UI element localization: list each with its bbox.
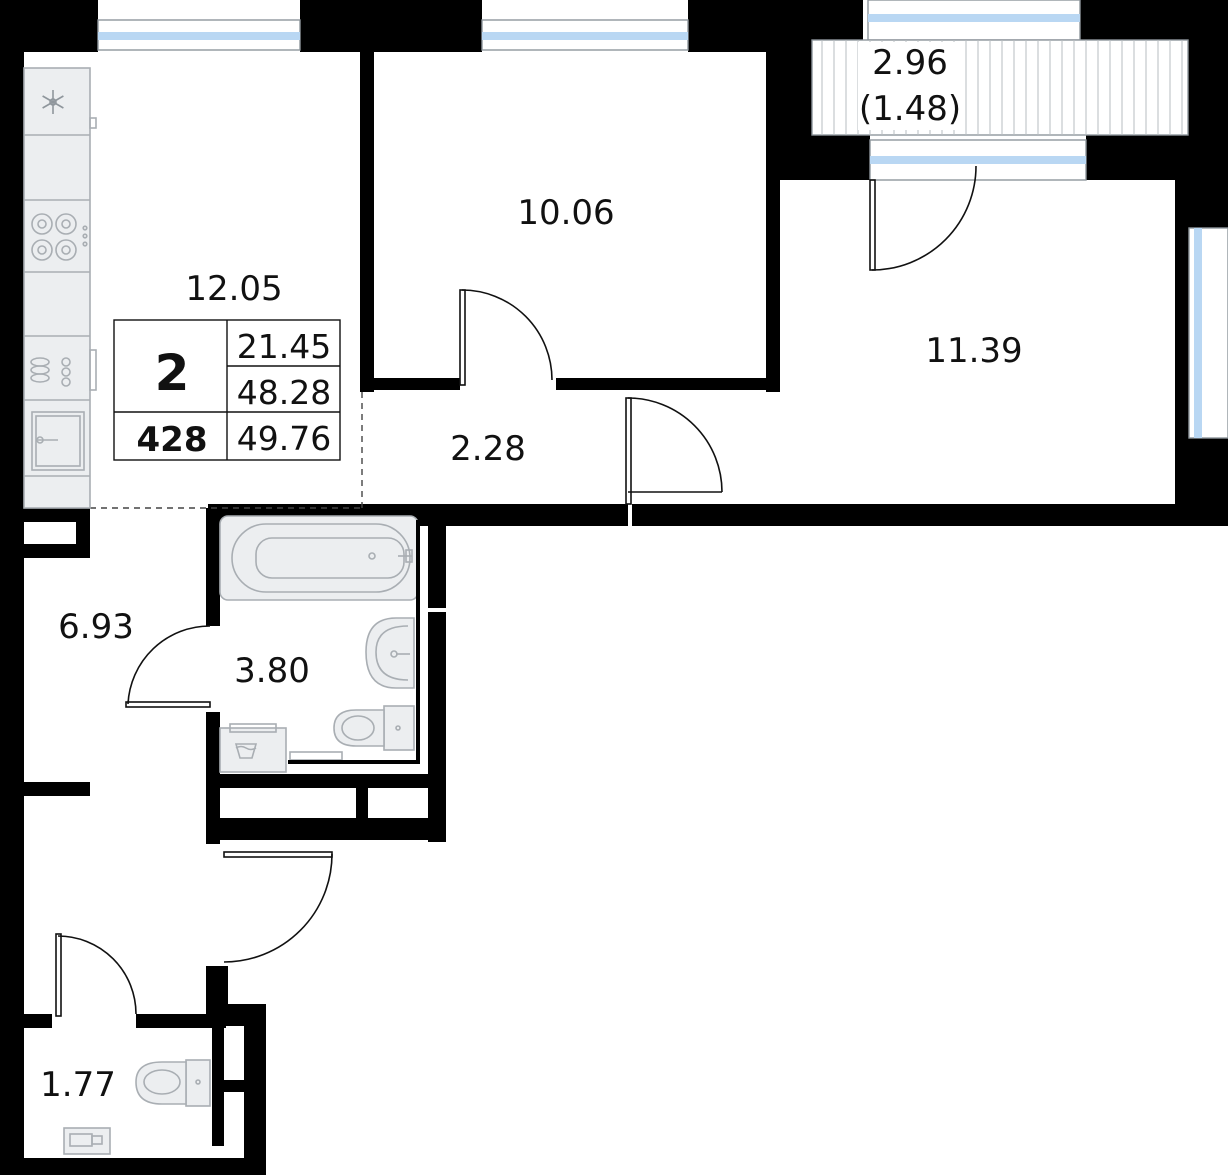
- windows: [97, 0, 1228, 439]
- rooms-count: 2: [155, 344, 190, 402]
- apartment-summary-table: 2 428 21.45 48.28 49.76: [113, 319, 341, 461]
- doors: [55, 165, 977, 1017]
- washing-machine-icon: [30, 349, 97, 391]
- total-area: 48.28: [237, 373, 331, 412]
- kitchen-sink: [31, 411, 85, 471]
- room-area-wc: 1.77: [40, 1065, 116, 1105]
- snowflake-icon: [42, 90, 64, 114]
- room-area-kitchen: 12.05: [185, 269, 282, 309]
- room-area-balcony: 2.96: [872, 43, 948, 83]
- wc-fixtures: [63, 1059, 211, 1155]
- room-area-corridor: 2.28: [450, 429, 526, 469]
- room-area-balcony-reduced: (1.48): [859, 89, 961, 129]
- room-area-bathroom: 3.80: [234, 651, 310, 691]
- kitchen-fixtures: [23, 67, 97, 509]
- room-area-bedroom: 10.06: [517, 193, 614, 233]
- living-area: 21.45: [237, 327, 331, 366]
- total-area-with-balcony: 49.76: [237, 419, 331, 458]
- room-area-living: 11.39: [925, 331, 1022, 371]
- stove-burners-icon: [31, 213, 88, 261]
- balcony-railing: [811, 39, 1189, 136]
- room-area-hall: 6.93: [58, 607, 134, 647]
- apartment-number: 428: [137, 420, 208, 460]
- bathroom-fixtures: [219, 515, 420, 773]
